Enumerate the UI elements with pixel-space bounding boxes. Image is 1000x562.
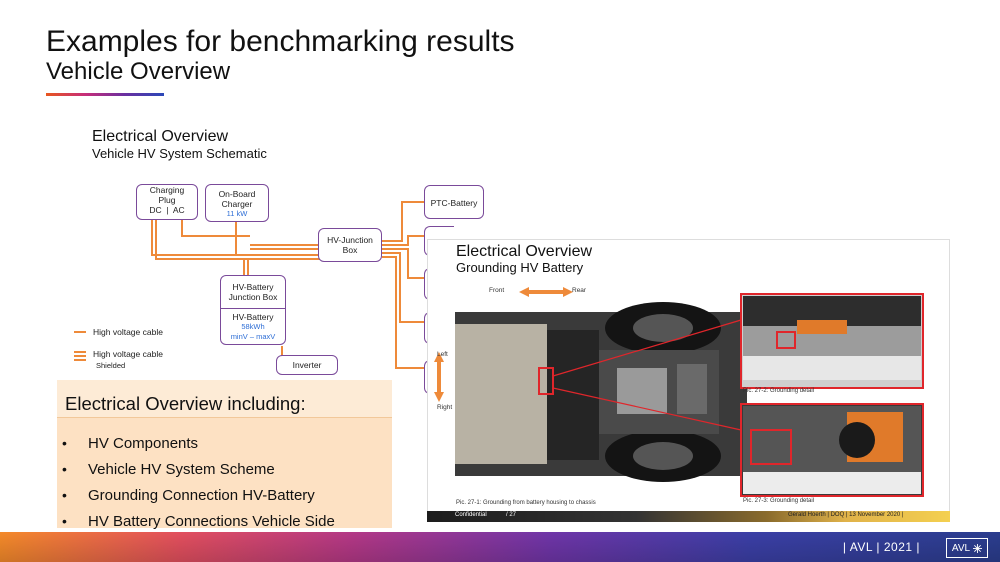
list-item: •HV Battery Connections Vehicle Side — [62, 512, 335, 530]
snowflake-icon — [973, 543, 983, 553]
footer-shade — [0, 532, 1000, 562]
label-rear: Rear — [572, 287, 587, 294]
legend-shielded-label: High voltage cable — [93, 349, 163, 359]
onboard-charger-box: On-Board Charger 11 kW — [205, 184, 269, 222]
bar-page: / 27 — [506, 512, 517, 518]
grounding-photos — [434, 287, 924, 497]
slide-footer-bar — [427, 511, 950, 522]
caption-bottom: Pic. 27-3: Grounding detail — [743, 498, 815, 504]
avl-logo: AVL — [946, 538, 988, 558]
inverter-box: Inverter — [276, 355, 338, 375]
caption-main: Pic. 27-1: Grounding from battery housin… — [456, 500, 596, 506]
title-accent-line — [46, 93, 164, 96]
schematic-subheading: Vehicle HV System Schematic — [92, 146, 267, 161]
callout-list: •HV Components •Vehicle HV System Scheme… — [62, 430, 392, 534]
charging-plug-box: Charging Plug DC | AC — [136, 184, 198, 220]
grounding-subheading: Grounding HV Battery — [456, 260, 584, 275]
footer-text: | AVL | 2021 | — [842, 540, 920, 554]
grounding-heading: Electrical Overview — [456, 243, 593, 260]
caption-top: Pic. 27-2: Grounding detail — [743, 388, 815, 394]
list-item: •Grounding Connection HV-Battery — [62, 486, 315, 504]
legend-cable-label: High voltage cable — [93, 327, 163, 337]
list-item: •HV Components — [62, 434, 199, 452]
label-left: Left — [437, 351, 448, 358]
page-subtitle: Vehicle Overview — [46, 58, 231, 85]
footer-band — [0, 532, 1000, 562]
callout-header — [57, 380, 392, 418]
schematic-heading: Electrical Overview — [92, 128, 229, 145]
label-right: Right — [437, 404, 453, 411]
hv-battery-box: HV-Battery Junction Box HV-Battery 58kWh… — [220, 275, 286, 345]
legend-shielded-sub: Shielded — [96, 361, 126, 370]
hv-junction-box: HV-Junction Box — [318, 228, 382, 262]
list-item: •Vehicle HV System Scheme — [62, 460, 275, 478]
ptc-battery-box: PTC-Battery — [424, 185, 484, 219]
label-front: Front — [489, 287, 505, 294]
page-title: Examples for benchmarking results — [46, 25, 515, 58]
bar-author: Gerald Hoerth | DOQ | 13 November 2020 | — [788, 512, 904, 518]
callout-title: Electrical Overview including: — [65, 393, 306, 414]
bar-confidential: Confidential — [455, 512, 487, 518]
